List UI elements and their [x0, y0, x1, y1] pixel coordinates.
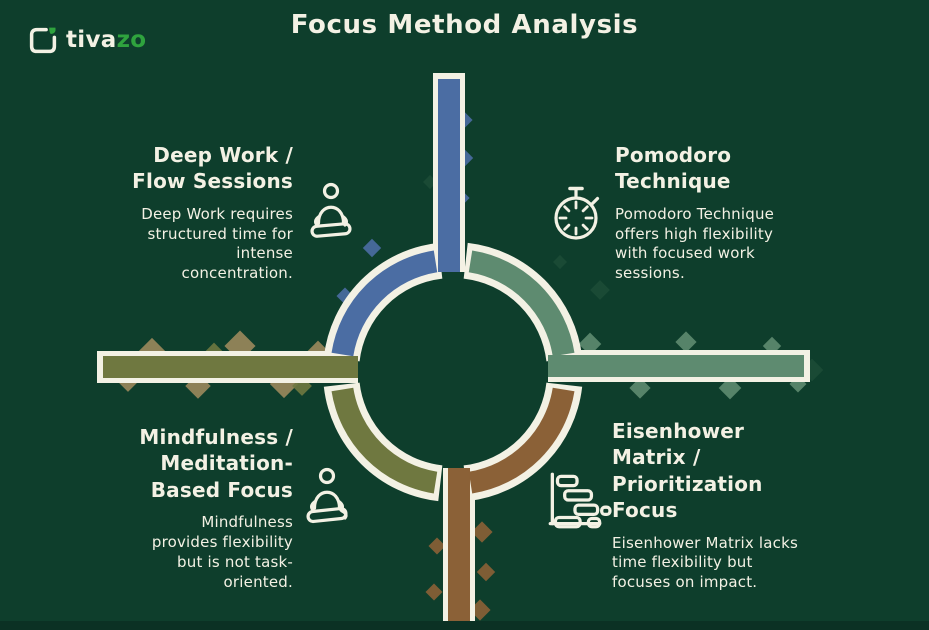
texture-blobs-tan: [118, 330, 330, 399]
eisenhower-heading: Eisenhower Matrix / Prioritization Focus: [612, 419, 763, 523]
brand-name: tivazo: [66, 29, 146, 52]
ring-arc-mindfulness: [331, 387, 438, 494]
quadrant-pomodoro: Pomodoro Technique Pomodoro Technique of…: [615, 142, 875, 284]
pomodoro-description: Pomodoro Technique offers high flexibili…: [615, 204, 775, 283]
brand-name-accent: zo: [116, 27, 147, 53]
ring-arc-pomodoro: [468, 250, 575, 357]
tivazo-bracket-leaf-icon: [29, 27, 57, 54]
bottom-edge-strip: [0, 621, 929, 630]
blue-arc-outline: [323, 242, 443, 362]
brand-name-primary: tiva: [66, 27, 117, 53]
page-title: Focus Method Analysis: [290, 10, 639, 40]
meditating-person-icon: [304, 180, 358, 246]
deep-work-heading: Deep Work / Flow Sessions: [132, 143, 293, 194]
stopwatch-icon: [548, 176, 606, 246]
olive-arc-outline: [323, 382, 443, 502]
leaf-accent: [49, 27, 56, 34]
quadrant-mindfulness: Mindfulness / Meditation- Based Focus Mi…: [40, 424, 293, 592]
green-arc-outline: [463, 242, 583, 362]
brand-logo: tivazo: [28, 26, 146, 55]
mindfulness-description: Mindfulness provides flexibility but is …: [151, 513, 293, 591]
diagram-ring: [331, 250, 575, 494]
texture-blobs-brown: [425, 418, 555, 621]
quadrant-eisenhower: Eisenhower Matrix / Prioritization Focus…: [612, 418, 872, 593]
deep-work-description: Deep Work requires structured time for i…: [141, 204, 293, 283]
mindfulness-heading: Mindfulness / Meditation- Based Focus: [139, 425, 293, 502]
texture-blobs-green: [578, 331, 807, 400]
ring-arc-deep-work: [331, 250, 438, 357]
meditating-person-icon: [300, 464, 354, 532]
pomodoro-heading: Pomodoro Technique: [615, 143, 732, 194]
eisenhower-description: Eisenhower Matrix lacks time flexibility…: [612, 533, 799, 592]
gantt-matrix-icon: [540, 464, 612, 536]
quadrant-deep-work: Deep Work / Flow Sessions Deep Work requ…: [40, 142, 293, 284]
